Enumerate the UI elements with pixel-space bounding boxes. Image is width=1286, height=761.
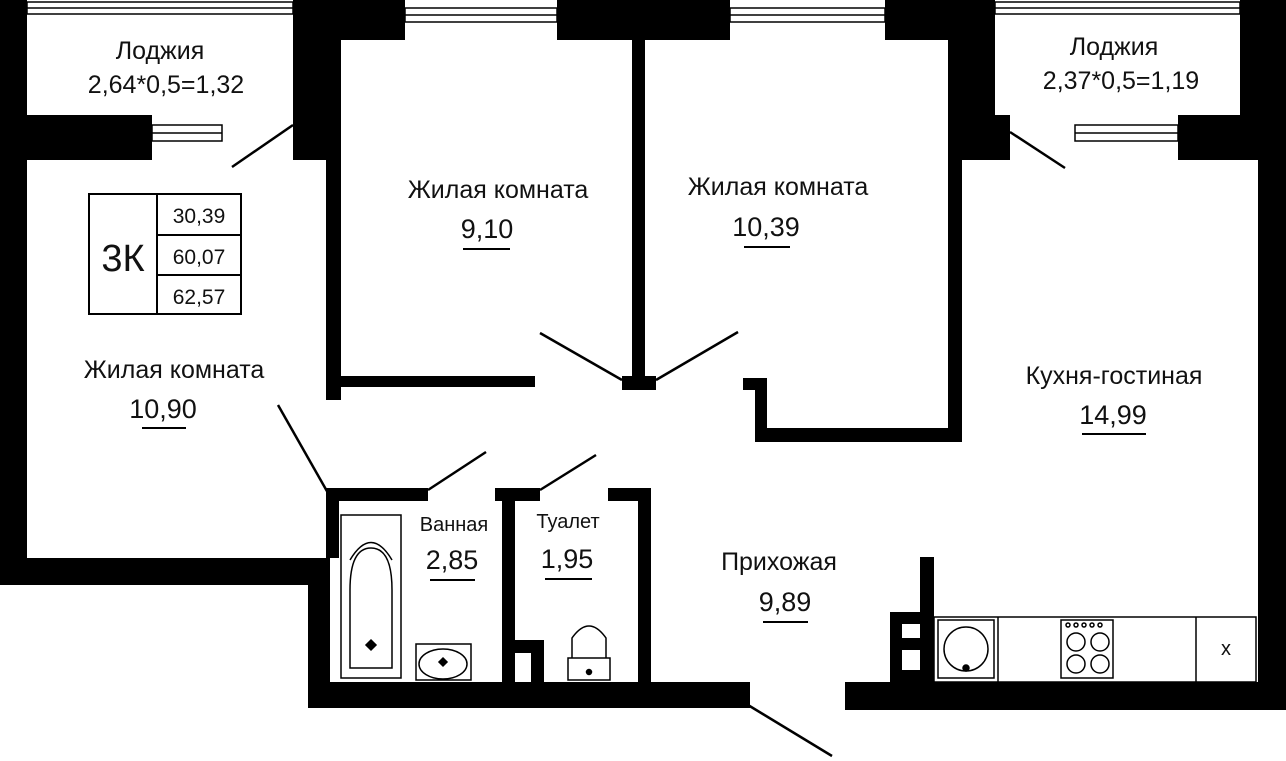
walls xyxy=(0,0,1286,710)
kitchen-counter xyxy=(933,616,1257,683)
bathtub-icon xyxy=(340,514,402,679)
room-labels: Лоджия 2,64*0,5=1,32 Лоджия 2,37*0,5=1,1… xyxy=(84,33,1231,660)
fridge-mark: x xyxy=(1221,638,1231,660)
door-loggia-right xyxy=(1009,130,1066,170)
door-swings xyxy=(231,123,1066,758)
door-bedroom-3 xyxy=(276,404,330,494)
door-bedroom-2 xyxy=(655,330,739,382)
summary-table: 3К 30,39 60,07 62,57 xyxy=(88,193,242,315)
sink-icon xyxy=(415,643,472,681)
windows xyxy=(26,1,1241,142)
door-bathroom xyxy=(427,450,487,492)
room-name-bathroom: Ванная xyxy=(420,514,489,536)
room-area-loggia-left: 2,64*0,5=1,32 xyxy=(88,71,244,99)
door-loggia-left xyxy=(231,123,294,169)
room-area-bathroom: 2,85 xyxy=(426,545,479,575)
room-area-bedroom-2: 10,39 xyxy=(732,212,800,242)
stove-icon xyxy=(1060,619,1114,679)
fixtures xyxy=(340,514,1257,683)
room-name-hallway: Прихожая xyxy=(721,548,837,576)
room-name-kitchen-living: Кухня-гостиная xyxy=(1026,362,1203,390)
room-area-bedroom-3: 10,90 xyxy=(129,394,197,424)
total-with-loggias-value: 62,57 xyxy=(173,286,226,309)
room-area-kitchen-living: 14,99 xyxy=(1079,400,1147,430)
room-name-bedroom-3: Жилая комната xyxy=(84,356,265,384)
door-bedroom-1 xyxy=(539,331,623,382)
room-name-bedroom-2: Жилая комната xyxy=(688,173,869,201)
room-area-hallway: 9,89 xyxy=(759,587,812,617)
total-area-value: 60,07 xyxy=(173,246,226,269)
kitchen-sink-icon xyxy=(937,619,995,679)
room-name-bedroom-1: Жилая комната xyxy=(408,176,589,204)
room-name-toilet: Туалет xyxy=(536,511,599,533)
apartment-type: 3К xyxy=(101,238,144,280)
toilet-icon xyxy=(567,625,611,681)
living-area-value: 30,39 xyxy=(173,205,226,228)
door-toilet xyxy=(539,453,597,492)
room-area-bedroom-1: 9,10 xyxy=(461,214,514,244)
room-area-loggia-right: 2,37*0,5=1,19 xyxy=(1043,67,1199,95)
room-area-toilet: 1,95 xyxy=(541,544,594,574)
door-entrance xyxy=(747,703,833,758)
room-name-loggia-left: Лоджия xyxy=(116,37,205,65)
room-name-loggia-right: Лоджия xyxy=(1070,33,1159,61)
